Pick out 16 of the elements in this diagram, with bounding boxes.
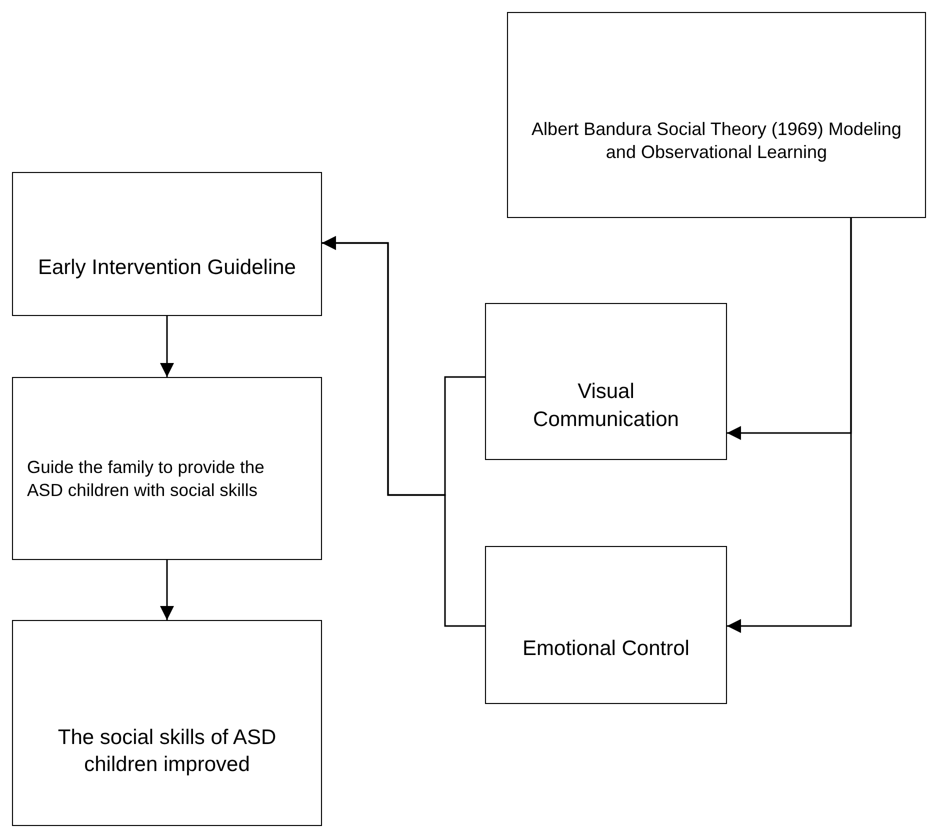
arrow [322,236,485,627]
process-box [485,546,727,704]
node-label: Early Intervention Guideline [38,255,296,282]
arrow [727,218,852,633]
process-box [12,172,322,316]
node-label: Guide the family to provide the ASD children with social skills [27,456,266,502]
arrow [160,560,174,620]
process-box [507,12,926,218]
node-label: Emotional Control [522,636,690,662]
process-box [485,303,727,460]
process-box [12,620,322,826]
process-box [12,377,322,560]
node-label: The social skills of ASD children improved [56,724,278,778]
arrow [160,316,174,377]
node-label: Visual Communication [532,379,680,432]
node-label: Albert Bandura Social Theory (1969) Modeling and Observational Learning [530,118,902,164]
